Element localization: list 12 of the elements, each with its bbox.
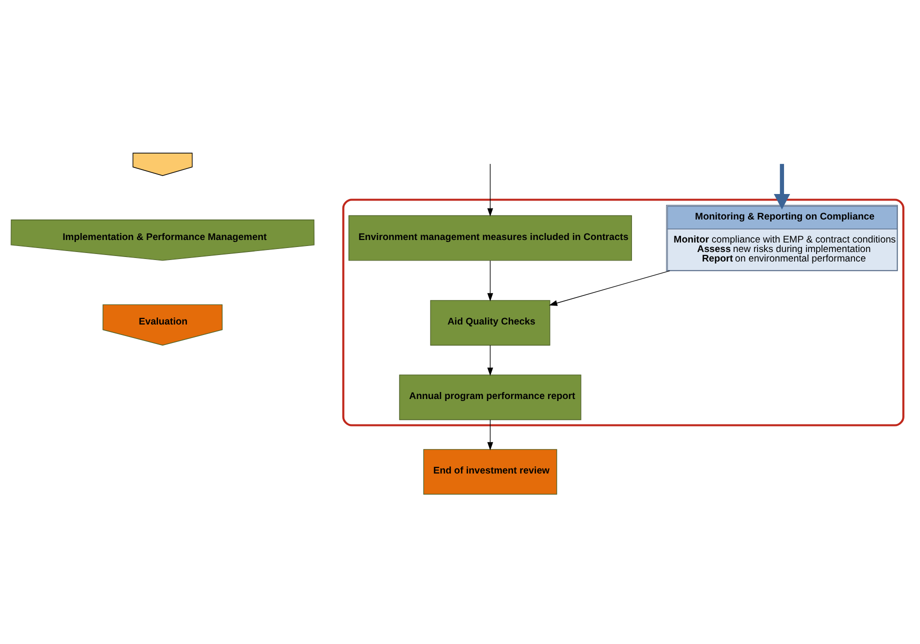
node-box: Annual program performance report bbox=[399, 374, 582, 420]
arrow bbox=[487, 260, 494, 301]
arrow bbox=[487, 418, 494, 450]
arrow bbox=[487, 344, 494, 376]
node-box: Aid Quality Checks bbox=[430, 300, 550, 346]
cluster bbox=[342, 198, 904, 426]
node-box: End of investment review bbox=[423, 448, 558, 494]
arrow bbox=[548, 270, 670, 306]
node-box: Environment management measures included in Contracts bbox=[348, 214, 632, 260]
node-chevron bbox=[132, 152, 193, 176]
arrow bbox=[774, 163, 790, 209]
arrow bbox=[487, 163, 494, 216]
